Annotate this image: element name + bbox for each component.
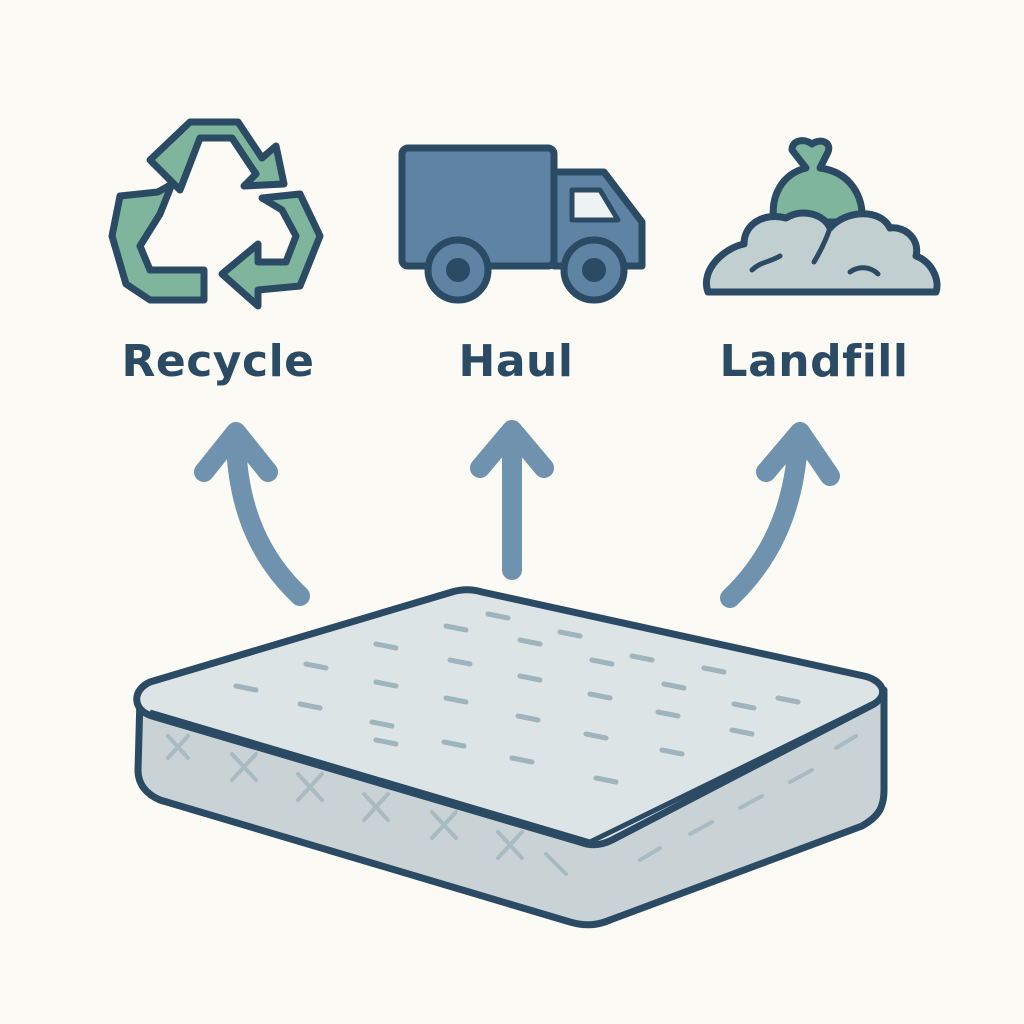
arrow-to-recycle — [194, 422, 310, 606]
mattress-top-stitching — [233, 611, 801, 785]
haul-label: Haul — [458, 336, 574, 387]
arrow-to-landfill — [720, 422, 840, 608]
recycle-icon — [108, 118, 324, 310]
landfill-icon — [702, 137, 941, 296]
truck-icon — [398, 144, 646, 304]
mattress-side-pattern — [166, 734, 858, 876]
arrow-to-haul — [470, 420, 554, 580]
landfill-label: Landfill — [719, 336, 909, 387]
recycle-label: Recycle — [121, 336, 315, 387]
mattress-icon — [133, 586, 888, 929]
